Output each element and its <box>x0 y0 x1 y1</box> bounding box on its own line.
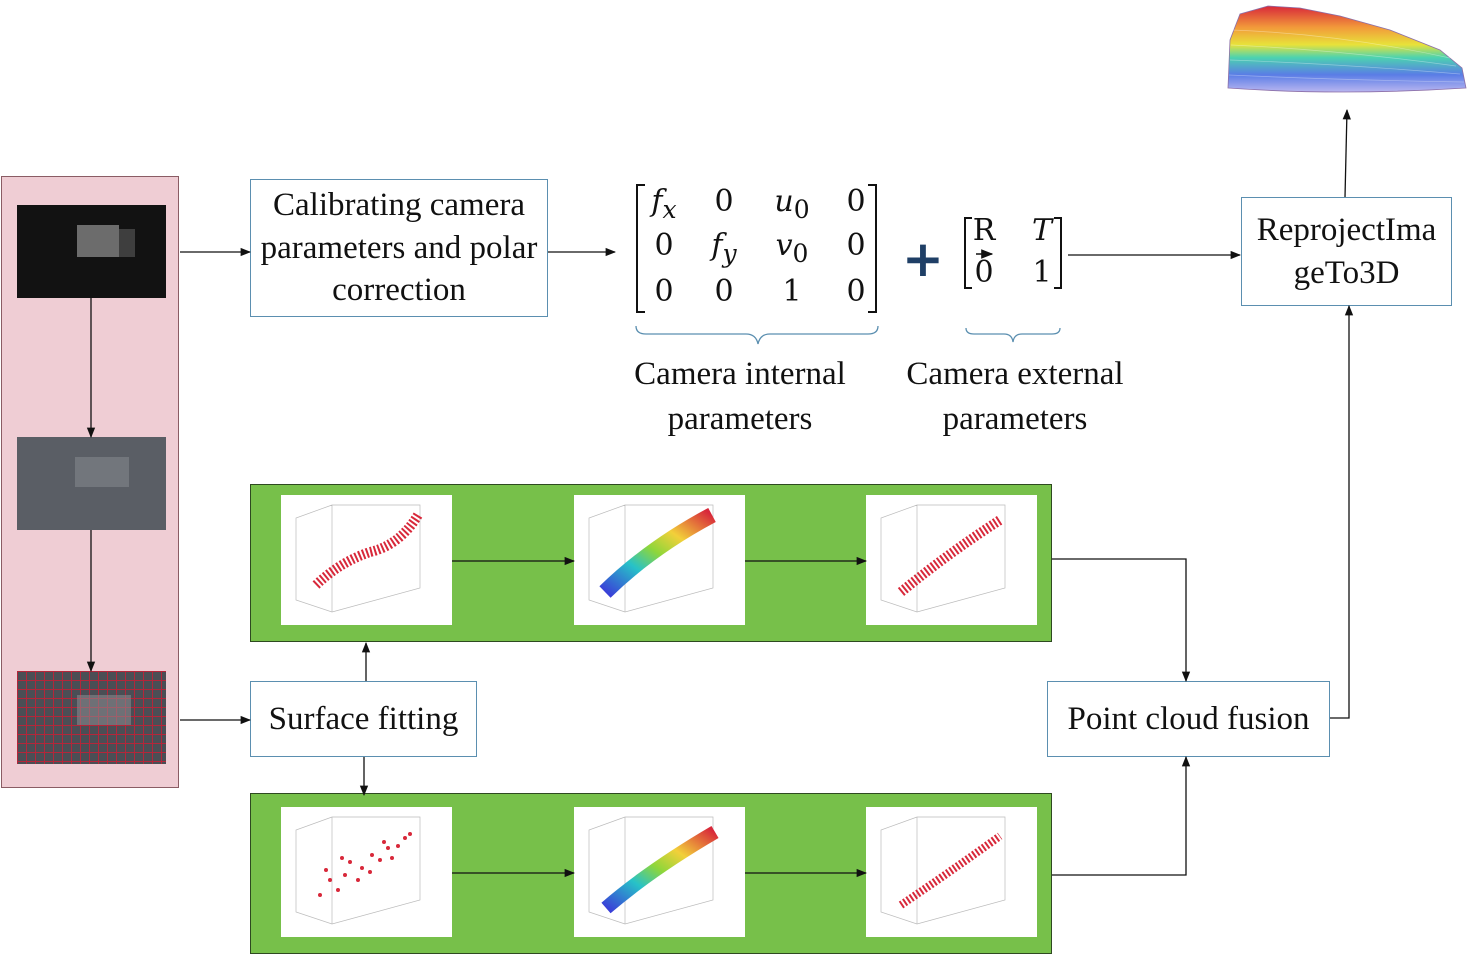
matrix-subscript: x <box>662 195 677 224</box>
external-label-line1: Camera external <box>906 356 1124 392</box>
reproject-label-line2: geTo3D <box>1293 254 1400 291</box>
matrix-subscript: 0 <box>792 239 809 268</box>
reconstructed-3d-surface <box>1227 5 1467 93</box>
external-params-label: Camera external parameters <box>885 352 1145 441</box>
calibrate-camera-box: Calibrating camera parameters and polar … <box>250 179 548 317</box>
reproject-box: ReprojectIma geTo3D <box>1241 197 1452 306</box>
plot-upper-raw <box>281 495 452 625</box>
surface-fitting-box: Surface fitting <box>250 681 477 757</box>
raw-image-thumbnail <box>17 205 166 298</box>
matrix-cell: 0 <box>714 274 734 309</box>
plot-upper-result <box>866 495 1037 625</box>
calibrate-camera-label: Calibrating camera parameters and polar … <box>260 186 538 309</box>
internal-matrix: fx 0 u0 0 0 fy v0 0 0 0 1 0 <box>634 184 880 314</box>
grid-image-thumbnail <box>17 671 166 764</box>
plus-sign: + <box>902 230 944 288</box>
matrix-subscript: 0 <box>793 195 810 224</box>
matrix-cell: 0 <box>974 255 994 290</box>
internal-matrix-brackets <box>636 184 877 313</box>
matrix-cell: 1 <box>782 274 802 309</box>
surface-fitting-label: Surface fitting <box>268 700 459 737</box>
point-cloud-fusion-box: Point cloud fusion <box>1047 681 1330 757</box>
plot-graphics <box>295 504 1006 925</box>
point-cloud-fusion-label: Point cloud fusion <box>1067 700 1310 737</box>
internal-label-line1: Camera internal <box>634 356 846 392</box>
arrow-fusion-to-reproject <box>1330 304 1354 719</box>
plot-upper-fitted <box>574 495 745 625</box>
arrow-to-3d-model <box>1342 108 1351 198</box>
internal-label-line2: parameters <box>667 400 813 437</box>
internal-brace <box>635 325 879 345</box>
external-label-line2: parameters <box>942 400 1088 437</box>
internal-params-label: Camera internal parameters <box>610 352 870 441</box>
matrix-cell: 0 <box>846 184 866 219</box>
arrow-lower-to-fusion <box>1052 755 1191 876</box>
matrix-cell: 0 <box>846 228 866 263</box>
matrix-cell: 0 <box>654 274 674 309</box>
corrected-image-thumbnail <box>17 437 166 530</box>
reproject-label-line1: ReprojectIma <box>1256 211 1437 248</box>
matrix-cell: f <box>711 228 723 263</box>
arrow-upper-to-fusion <box>1052 558 1191 683</box>
external-matrix: R T 0 1 <box>962 213 1066 293</box>
matrix-cell: v <box>775 228 793 263</box>
matrix-cell: 0 <box>714 184 734 219</box>
matrix-cell: R <box>972 213 996 248</box>
matrix-cell: f <box>651 184 663 219</box>
matrix-cell: 0 <box>846 274 866 309</box>
matrix-cell: 0 <box>654 228 674 263</box>
plot-lower-raw <box>281 807 452 937</box>
external-matrix-brackets <box>964 217 1062 289</box>
matrix-subscript: y <box>722 239 737 268</box>
matrix-cell: 1 <box>1032 255 1052 290</box>
matrix-cell: T <box>1031 213 1052 248</box>
matrix-cell: u <box>774 184 794 219</box>
external-brace <box>965 327 1061 343</box>
